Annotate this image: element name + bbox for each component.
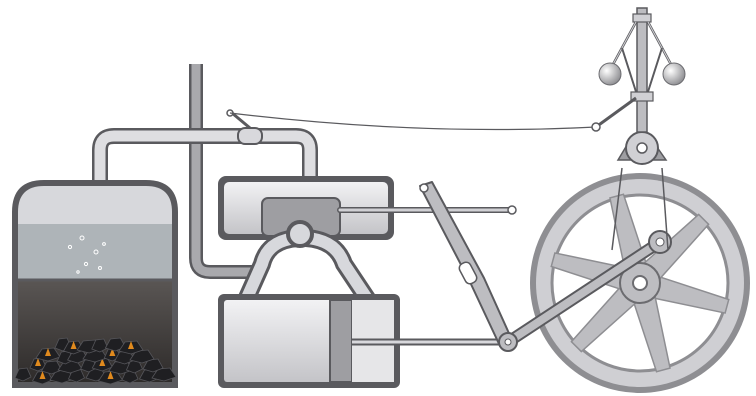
ember xyxy=(128,341,134,349)
governor-ball-right xyxy=(662,62,686,86)
ember xyxy=(107,371,114,379)
ember xyxy=(70,341,77,349)
ember xyxy=(109,348,116,356)
slide-valve-chest xyxy=(218,176,517,240)
ember xyxy=(35,358,41,366)
rocker-lever xyxy=(419,181,513,347)
power-cylinder xyxy=(218,294,508,388)
coal-lump xyxy=(40,360,63,375)
steam-passages xyxy=(237,220,376,305)
ember xyxy=(45,348,51,356)
coal-lump xyxy=(114,350,136,365)
coal-lump xyxy=(125,359,143,374)
centrifugal-governor xyxy=(591,7,686,133)
coal-lump xyxy=(91,338,109,353)
firebox-coal xyxy=(14,337,177,385)
water-bubbles xyxy=(67,235,106,274)
governor-linkage xyxy=(229,112,597,131)
steam-pipe xyxy=(92,128,318,184)
piston xyxy=(329,299,353,383)
flywheel xyxy=(530,173,750,393)
exhaust-stack xyxy=(189,64,262,279)
connecting-rod xyxy=(498,230,672,352)
governor-ball-left xyxy=(598,62,622,86)
governor-belt xyxy=(611,131,669,251)
coal-lump xyxy=(104,337,126,352)
ember xyxy=(39,371,46,379)
throttle-valve xyxy=(226,109,263,145)
ember xyxy=(99,358,106,366)
coal-lump xyxy=(14,367,32,382)
